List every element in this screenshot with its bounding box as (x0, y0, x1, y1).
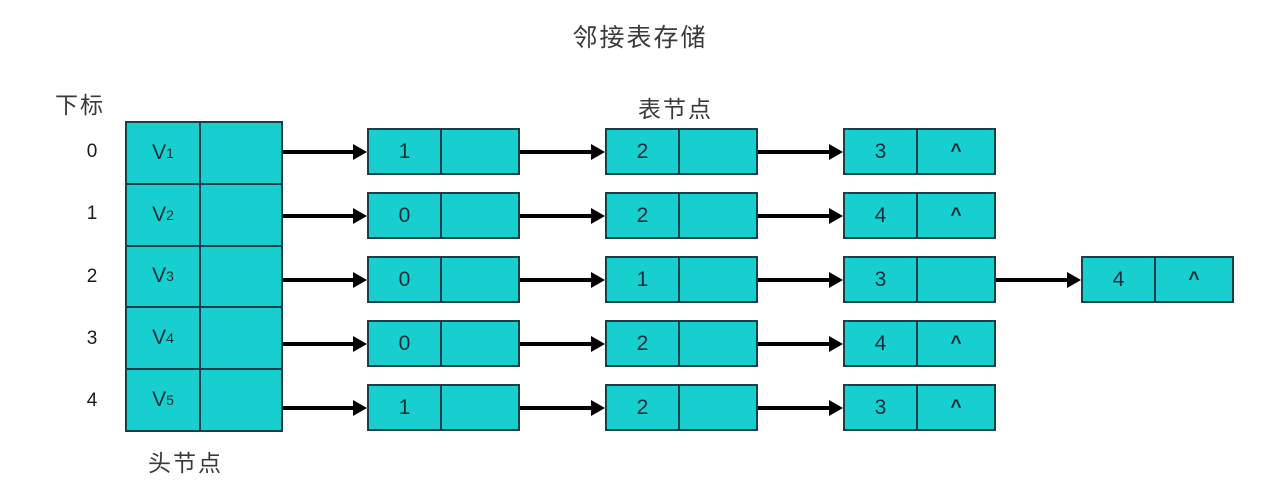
node-next-cell (442, 322, 518, 365)
node-data-cell: 2 (607, 130, 680, 173)
arrow-node-to-node (758, 143, 843, 161)
list-node: 4^ (843, 320, 996, 367)
arrow-node-to-node (520, 207, 605, 225)
arrow-head-to-node (283, 335, 367, 353)
arrow-node-to-node (758, 207, 843, 225)
page-title: 邻接表存储 (572, 23, 708, 52)
node-next-cell: ^ (950, 396, 962, 418)
list-node: 1 (367, 128, 520, 175)
node-data-cell: 4 (845, 322, 918, 365)
node-data-cell: 0 (369, 258, 442, 301)
list-node: 1 (367, 384, 520, 431)
index-label-2: 2 (86, 265, 98, 287)
node-data-cell: 0 (369, 322, 442, 365)
node-next-cell (680, 322, 756, 365)
node-data-cell: 1 (369, 386, 442, 429)
node-data-cell: 4 (845, 194, 918, 237)
index-label-1: 1 (86, 203, 98, 225)
node-data-cell: 2 (607, 386, 680, 429)
list-node: 0 (367, 192, 520, 239)
index-label-4: 4 (86, 389, 98, 411)
list-node: 3 (843, 256, 996, 303)
index-column: 0 1 2 3 4 (70, 121, 114, 432)
node-data-cell: 4 (1083, 258, 1156, 301)
head-pointer-cell (201, 370, 281, 430)
node-data-cell: 3 (845, 258, 918, 301)
node-next-cell (442, 258, 518, 301)
head-pointer-cell (201, 123, 281, 183)
list-node: 4^ (843, 192, 996, 239)
node-next-cell: ^ (950, 140, 962, 162)
arrow-head-to-node (283, 207, 367, 225)
list-node: 3^ (843, 384, 996, 431)
list-node: 2 (605, 128, 758, 175)
node-data-cell: 3 (845, 130, 918, 173)
arrow-node-to-node (520, 271, 605, 289)
node-data-cell: 0 (369, 194, 442, 237)
arrow-node-to-node (758, 399, 843, 417)
index-label-3: 3 (86, 327, 98, 349)
node-next-cell (680, 194, 756, 237)
arrow-node-to-node (996, 271, 1081, 289)
list-node: 4^ (1081, 256, 1234, 303)
arrow-head-to-node (283, 399, 367, 417)
head-node-caption: 头节点 (148, 451, 223, 477)
arrow-head-to-node (283, 143, 367, 161)
head-pointer-cell (201, 185, 281, 245)
node-data-cell: 2 (607, 322, 680, 365)
arrow-node-to-node (758, 335, 843, 353)
node-next-cell (442, 386, 518, 429)
head-pointer-cell (201, 308, 281, 368)
head-pointer-cell (201, 247, 281, 307)
list-node: 0 (367, 256, 520, 303)
arrow-node-to-node (520, 143, 605, 161)
node-next-cell (680, 386, 756, 429)
node-next-cell: ^ (950, 332, 962, 354)
index-label-0: 0 (86, 141, 98, 163)
node-data-cell: 1 (369, 130, 442, 173)
list-node: 2 (605, 192, 758, 239)
arrow-node-to-node (520, 335, 605, 353)
node-data-cell: 1 (607, 258, 680, 301)
node-next-cell (680, 258, 756, 301)
node-next-cell (442, 194, 518, 237)
node-next-cell: ^ (950, 204, 962, 226)
node-next-cell (918, 258, 994, 301)
list-node-caption: 表节点 (638, 97, 713, 123)
node-next-cell: ^ (1188, 268, 1200, 290)
list-node: 2 (605, 384, 758, 431)
list-node: 2 (605, 320, 758, 367)
node-next-cell (680, 130, 756, 173)
list-node: 0 (367, 320, 520, 367)
index-column-caption: 下标 (55, 93, 105, 119)
node-data-cell: 2 (607, 194, 680, 237)
node-data-cell: 3 (845, 386, 918, 429)
list-node: 3^ (843, 128, 996, 175)
arrow-node-to-node (520, 399, 605, 417)
node-next-cell (442, 130, 518, 173)
arrow-head-to-node (283, 271, 367, 289)
arrow-node-to-node (758, 271, 843, 289)
list-node: 1 (605, 256, 758, 303)
